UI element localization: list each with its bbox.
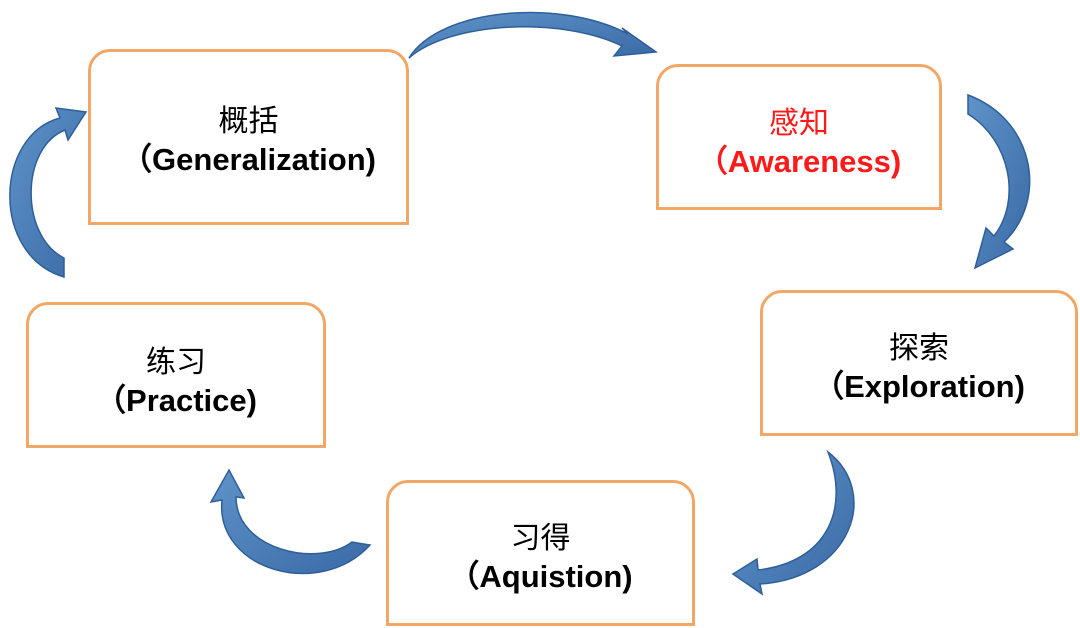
arrow-awareness-to-exploration	[967, 93, 1031, 270]
stage-aquistion-en: （Aquistion)	[448, 559, 633, 594]
stage-awareness-cn: 感知	[769, 106, 829, 141]
stage-aquistion: 习得 （Aquistion)	[386, 480, 695, 626]
arrow-aquistion-to-practice	[209, 468, 372, 575]
stage-generalization-en: （Generalization)	[121, 142, 376, 177]
stage-aquistion-cn: 习得	[510, 521, 571, 556]
stage-generalization: 概括 （Generalization)	[88, 49, 409, 225]
arrow-practice-to-generalization	[9, 107, 88, 279]
arrow-exploration-to-aquistion	[731, 449, 855, 596]
stage-practice-en: （Practice)	[95, 383, 257, 418]
stage-practice-cn: 练习	[146, 345, 206, 380]
stage-exploration-en: （Exploration)	[813, 369, 1025, 404]
stage-practice: 练习 （Practice)	[26, 302, 326, 448]
stage-awareness-en: （Awareness)	[696, 144, 902, 179]
stage-exploration: 探索 （Exploration)	[760, 290, 1078, 436]
stage-awareness: 感知 （Awareness)	[656, 64, 942, 210]
stage-exploration-cn: 探索	[889, 331, 949, 366]
arrow-generalization-to-awareness	[408, 11, 659, 59]
stage-generalization-cn: 概括	[218, 104, 279, 139]
